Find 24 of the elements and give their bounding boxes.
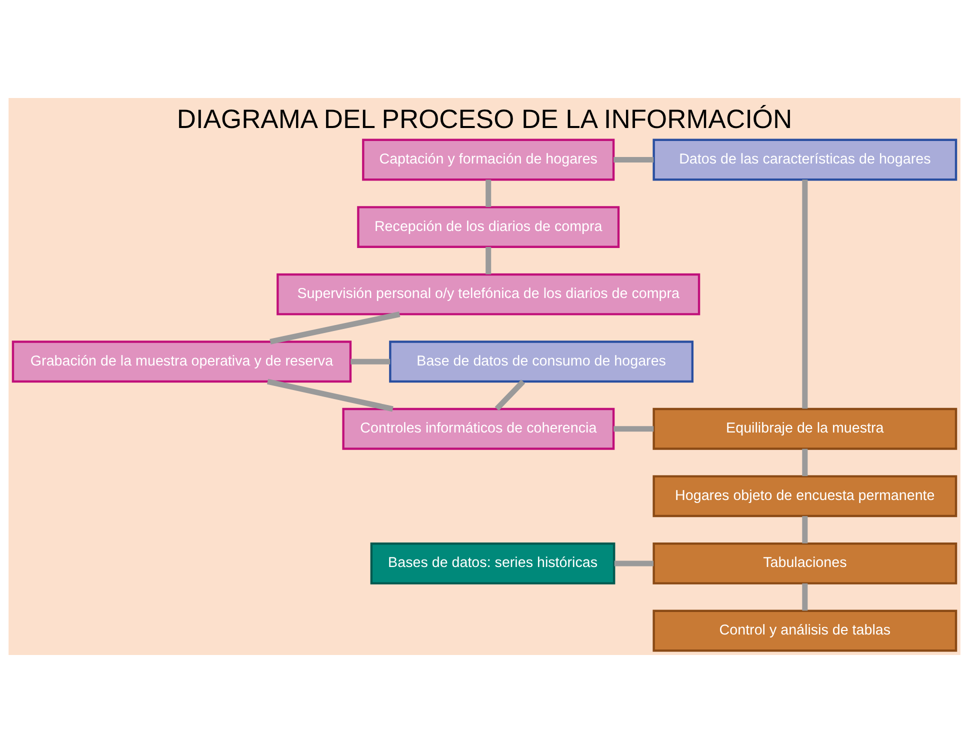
node-box: Datos de las características de hogares (652, 138, 958, 180)
node-box: Controles informáticos de coherencia (342, 407, 615, 450)
node-box: Supervisión personal o/y telefónica de los diarios de compra (276, 272, 700, 315)
diagram-title: DIAGRAMA DEL PROCESO DE LA INFORMACIÓN (176, 104, 792, 134)
node-box: Captación y formación de hogares (362, 138, 615, 180)
connector (614, 560, 654, 566)
connector (802, 516, 808, 543)
node-box: Equilibraje de la muestra (652, 407, 958, 450)
node-box: Base de datos de consumo de hogares (389, 340, 694, 382)
node-box: Tabulaciones (652, 542, 958, 584)
connector (494, 379, 526, 410)
connector (614, 156, 654, 162)
node-box: Control y análisis de tablas (652, 609, 958, 652)
connector (802, 179, 808, 408)
connector (802, 448, 808, 476)
connector (486, 179, 492, 206)
node-box: Recepción de los diarios de compra (357, 206, 620, 248)
node-box: Hogares objeto de encuesta permanente (652, 474, 958, 517)
connector (614, 426, 654, 432)
node-box: Grabación de la muestra operativa y de reserva (12, 340, 352, 382)
node-box: Bases de datos: series históricas (370, 542, 616, 584)
connector (486, 246, 492, 274)
connector (802, 582, 808, 610)
connector (350, 358, 390, 364)
